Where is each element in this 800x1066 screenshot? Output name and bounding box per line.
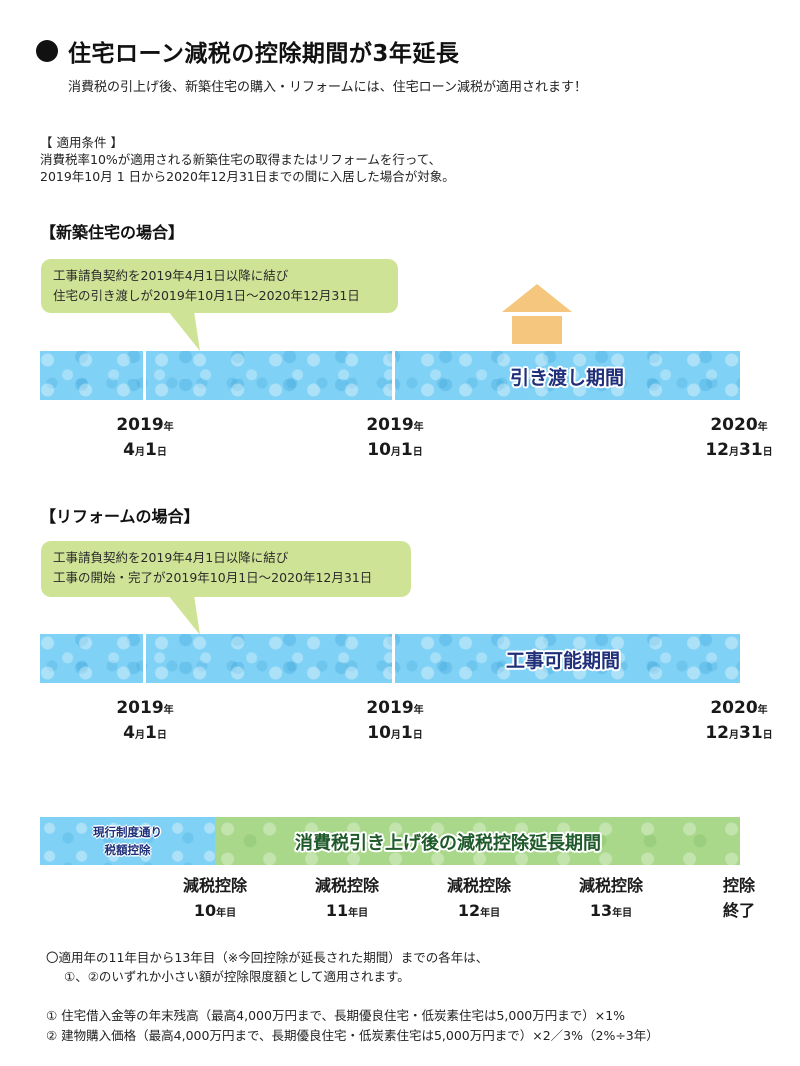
extension-bar: 現行制度通り 税額控除 消費税引き上げ後の減税控除延長期間 bbox=[40, 817, 740, 865]
deduction-year-10: 減税控除 10年目 bbox=[182, 876, 247, 920]
timeline-divider bbox=[143, 634, 146, 683]
note-item-2: ② 建物購入価格（最高4,000万円まで、長期優良住宅・低炭素住宅は5,000万… bbox=[46, 1028, 659, 1043]
reform-date-end: 2020年 12月31日 bbox=[705, 698, 773, 743]
conditions-line-2: 2019年10月 1 日から2020年12月31日までの間に入居した場合が対象。 bbox=[40, 169, 455, 184]
reform-period-label: 工事可能期間 bbox=[506, 650, 621, 672]
notes-line-1: 〇適用年の11年目から13年目（※今回控除が延長された期間）までの各年は、 bbox=[46, 950, 489, 965]
reform-heading: 【リフォームの場合】 bbox=[40, 507, 200, 526]
conditions-line-1: 消費税率10%が適用される新築住宅の取得またはリフォームを行って、 bbox=[40, 152, 442, 167]
note-item-1: ① 住宅借入金等の年末残高（最高4,000万円まで、長期優良住宅・低炭素住宅は5… bbox=[46, 1008, 626, 1023]
timeline-divider bbox=[392, 351, 395, 400]
timeline-divider bbox=[143, 351, 146, 400]
extension-label: 消費税引き上げ後の減税控除延長期間 bbox=[295, 833, 601, 854]
deduction-year-12: 減税控除 12年目 bbox=[446, 876, 511, 920]
new-house-callout: 工事請負契約を2019年4月1日以降に結び 住宅の引き渡しが2019年10月1日… bbox=[41, 259, 398, 313]
house-icon bbox=[502, 284, 572, 344]
conditions-heading: 【 適用条件 】 bbox=[40, 135, 123, 150]
new-house-date-middle: 2019年 10月1日 bbox=[366, 415, 424, 460]
reform-timeline-bar: 工事可能期間 bbox=[40, 634, 740, 683]
subtitle: 消費税の引上げ後、新築住宅の購入・リフォームには、住宅ローン減税が適用されます！ bbox=[68, 80, 587, 95]
notes-line-2: ①、②のいずれか小さい額が控除限度額として適用されます。 bbox=[64, 969, 410, 984]
new-house-period-label: 引き渡し期間 bbox=[510, 367, 625, 389]
new-house-heading: 【新築住宅の場合】 bbox=[40, 223, 185, 242]
title-row: 住宅ローン減税の控除期間が3年延長 bbox=[36, 34, 459, 68]
reform-callout-line-2: 工事の開始・完了が2019年10月1日〜2020年12月31日 bbox=[53, 570, 373, 585]
page-title: 住宅ローン減税の控除期間が3年延長 bbox=[68, 41, 460, 67]
new-house-timeline-bar: 引き渡し期間 bbox=[40, 351, 740, 400]
current-system-label: 現行制度通り 税額控除 bbox=[93, 825, 162, 857]
new-house-date-start: 2019年 4月1日 bbox=[116, 415, 174, 460]
notes-block: 〇適用年の11年目から13年目（※今回控除が延長された期間）までの各年は、 ①、… bbox=[46, 948, 488, 986]
new-house-callout-tail bbox=[168, 311, 200, 351]
deduction-year-13: 減税控除 13年目 bbox=[578, 876, 643, 920]
timeline-divider bbox=[392, 634, 395, 683]
new-house-callout-line-2: 住宅の引き渡しが2019年10月1日〜2020年12月31日 bbox=[53, 288, 360, 303]
new-house-callout-line-1: 工事請負契約を2019年4月1日以降に結び bbox=[53, 268, 289, 283]
reform-callout-tail bbox=[168, 595, 200, 635]
notes-items: ① 住宅借入金等の年末残高（最高4,000万円まで、長期優良住宅・低炭素住宅は5… bbox=[46, 1006, 659, 1046]
reform-date-middle: 2019年 10月1日 bbox=[366, 698, 424, 743]
deduction-year-11: 減税控除 11年目 bbox=[314, 876, 379, 920]
bullet-icon bbox=[36, 40, 58, 62]
reform-date-start: 2019年 4月1日 bbox=[116, 698, 174, 743]
new-house-date-end: 2020年 12月31日 bbox=[705, 415, 773, 460]
extension-segment bbox=[215, 817, 740, 865]
reform-callout: 工事請負契約を2019年4月1日以降に結び 工事の開始・完了が2019年10月1… bbox=[41, 541, 411, 597]
reform-callout-line-1: 工事請負契約を2019年4月1日以降に結び bbox=[53, 550, 289, 565]
deduction-end: 控除 終了 bbox=[722, 876, 755, 920]
conditions-block: 【 適用条件 】 消費税率10%が適用される新築住宅の取得またはリフォームを行っ… bbox=[40, 134, 455, 185]
current-system-segment bbox=[40, 817, 215, 865]
